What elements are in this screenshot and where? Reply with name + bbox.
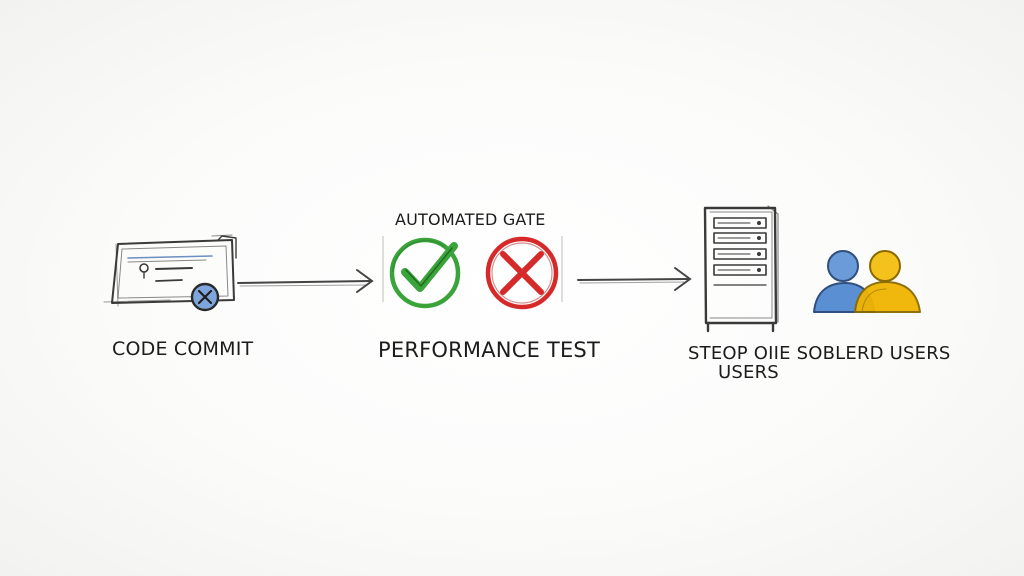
green-check-icon xyxy=(389,237,461,309)
code-commit-label: CODE COMMIT xyxy=(112,338,254,360)
users-label-line2: USERS xyxy=(718,362,779,383)
commit-badge-icon xyxy=(190,282,220,312)
performance-test-label: PERFORMANCE TEST xyxy=(378,338,600,362)
code-commit-icon xyxy=(103,234,237,307)
users-label-line1: STEOP OIIE SOBLERD USERS xyxy=(688,343,951,364)
arrow-commit-to-gate xyxy=(237,269,374,293)
server-rack-icon xyxy=(703,205,779,333)
users-group-icon xyxy=(813,250,921,313)
gate-frame xyxy=(382,236,563,302)
automated-gate-label: AUTOMATED GATE xyxy=(395,210,546,229)
red-x-icon xyxy=(485,236,559,310)
arrow-gate-to-server xyxy=(577,267,692,291)
